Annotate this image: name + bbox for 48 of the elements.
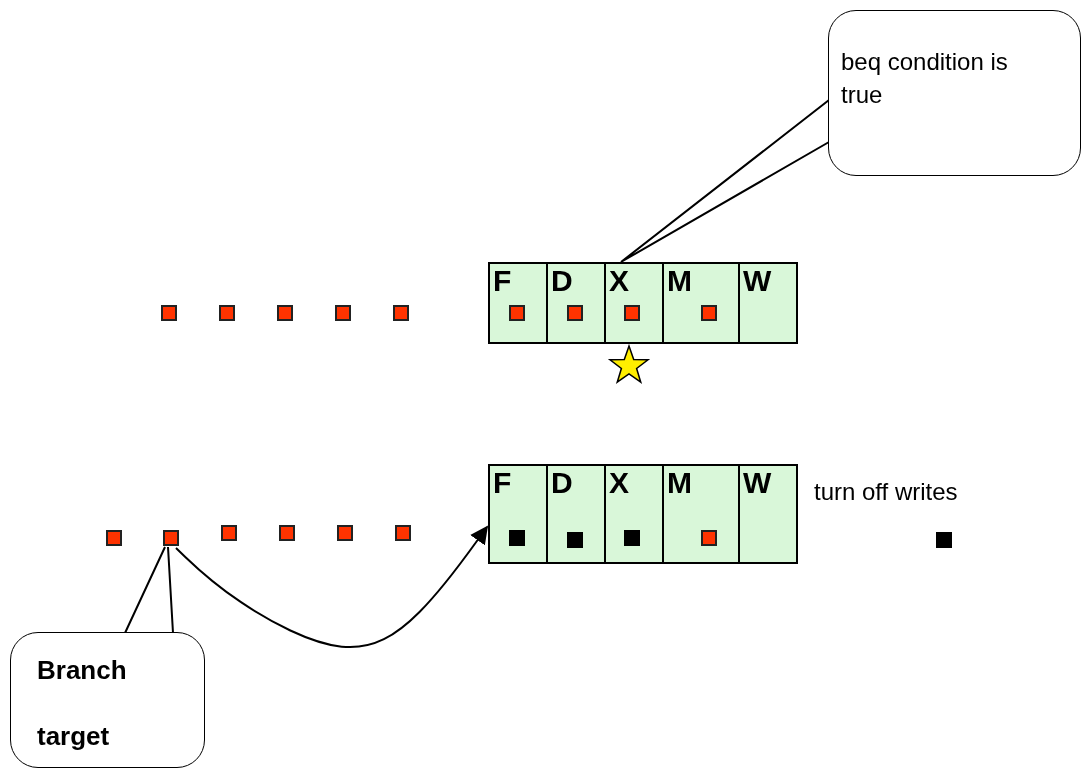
instruction-square bbox=[701, 530, 717, 546]
instruction-square bbox=[219, 305, 235, 321]
stage-letter: M bbox=[667, 466, 692, 500]
stage-letter: X bbox=[609, 264, 629, 298]
instruction-square bbox=[395, 525, 411, 541]
pipeline-stage-cell bbox=[546, 464, 606, 564]
instruction-square bbox=[335, 305, 351, 321]
callout-pointer bbox=[620, 99, 830, 263]
callout-bubble bbox=[828, 10, 1081, 176]
callout-bubble bbox=[10, 632, 205, 768]
instruction-square bbox=[509, 530, 525, 546]
pipeline-stage-cell bbox=[546, 262, 606, 344]
instruction-square bbox=[567, 305, 583, 321]
pipeline-stage-cell bbox=[488, 262, 548, 344]
instruction-square bbox=[624, 305, 640, 321]
stage-letter: M bbox=[667, 264, 692, 298]
annotation-text: turn off writes bbox=[814, 478, 958, 506]
pipeline-stage-cell bbox=[604, 464, 664, 564]
pipeline-stage-cell bbox=[738, 464, 798, 564]
instruction-square bbox=[221, 525, 237, 541]
instruction-square bbox=[393, 305, 409, 321]
stage-letter: W bbox=[743, 264, 772, 298]
instruction-square bbox=[509, 305, 525, 321]
callout-pointer bbox=[124, 546, 174, 634]
callout-text: Branch target bbox=[37, 654, 128, 753]
instruction-square bbox=[624, 530, 640, 546]
pipeline-stage-cell bbox=[738, 262, 798, 344]
instruction-square bbox=[163, 530, 179, 546]
curved-arrow bbox=[175, 525, 489, 649]
stage-letter: D bbox=[551, 466, 573, 500]
stage-letter: X bbox=[609, 466, 629, 500]
instruction-square bbox=[567, 532, 583, 548]
callout-text: beq condition is true bbox=[841, 47, 1009, 110]
stage-letter: W bbox=[743, 466, 772, 500]
instruction-square bbox=[337, 525, 353, 541]
stage-letter: F bbox=[493, 466, 512, 500]
instruction-square bbox=[936, 532, 952, 548]
pipeline-stage-cell bbox=[488, 464, 548, 564]
instruction-square bbox=[279, 525, 295, 541]
instruction-square bbox=[701, 305, 717, 321]
instruction-square bbox=[277, 305, 293, 321]
pipeline-stage-cell bbox=[604, 262, 664, 344]
instruction-square bbox=[106, 530, 122, 546]
stage-letter: D bbox=[551, 264, 573, 298]
instruction-square bbox=[161, 305, 177, 321]
pipeline-stage-cell bbox=[662, 464, 740, 564]
pipeline-stage-cell bbox=[662, 262, 740, 344]
stage-letter: F bbox=[493, 264, 512, 298]
